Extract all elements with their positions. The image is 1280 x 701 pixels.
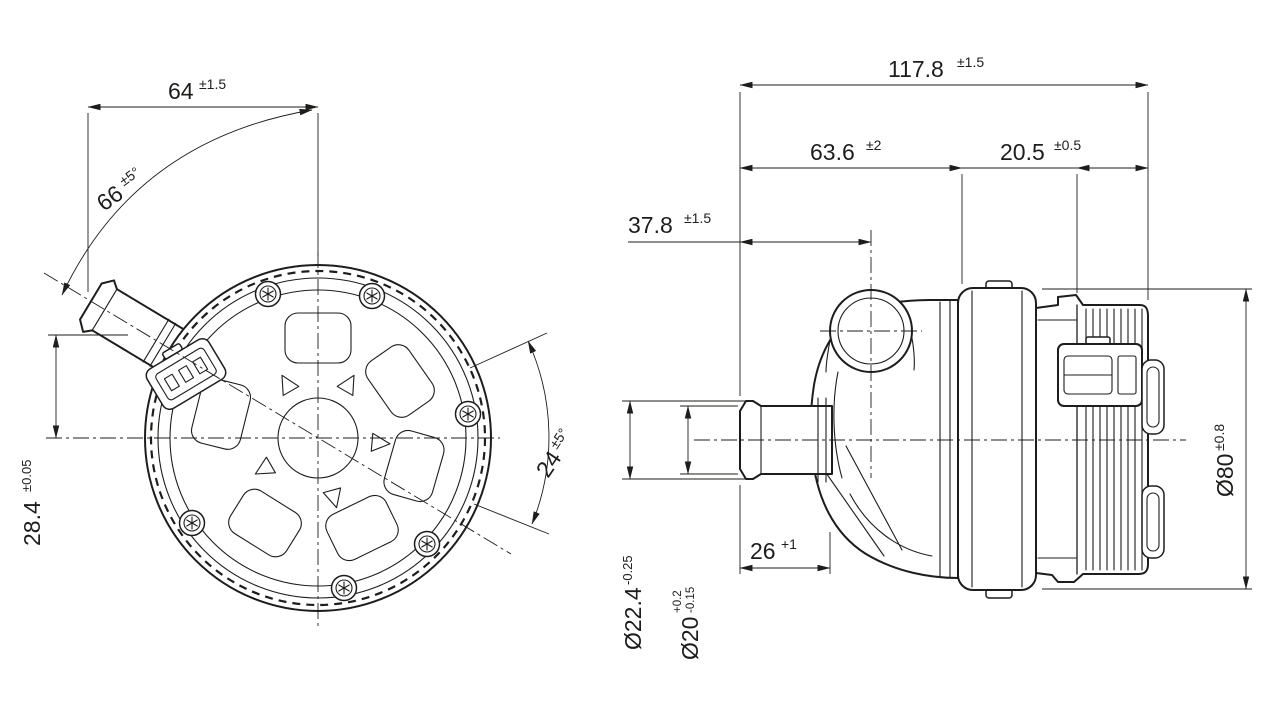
- mounting-clips: [1141, 359, 1165, 559]
- dim-dia-20-tol-lower: -0.15: [685, 587, 697, 613]
- front-view: [43, 252, 512, 628]
- electrical-connector-side: [1057, 336, 1143, 407]
- centerlines-front: [43, 252, 512, 628]
- dim-28-4-tol: ±0.05: [19, 460, 34, 492]
- dim-63-6-value: 63.6: [810, 139, 855, 165]
- dim-26-value: 26: [750, 538, 776, 564]
- dim-66-tol: ±5°: [116, 164, 142, 189]
- dim-dia-22-4-value: Ø22.4: [620, 587, 646, 650]
- dim-37-8-value: 37.8: [628, 212, 673, 238]
- dim-24-tol: ±5°: [546, 425, 571, 451]
- dim-37-8-tol: ±1.5: [684, 210, 711, 226]
- dim-26-tol: +1: [781, 536, 797, 552]
- dim-64-value: 64: [168, 78, 194, 104]
- dim-64-tol: ±1.5: [199, 76, 226, 92]
- volute-details: [823, 300, 951, 578]
- clamp-flange: [957, 280, 1037, 599]
- dim-dia-20-tol-upper: +0.2: [672, 590, 684, 613]
- triangle-holes: [254, 374, 391, 509]
- dim-dia-80: Ø80 ±0.8: [1042, 288, 1252, 590]
- volute-housing: [809, 299, 959, 579]
- dim-20-5: 20.5 ±0.5: [962, 137, 1149, 293]
- electrical-connector-front: [145, 337, 227, 411]
- dim-28-4-value: 28.4: [19, 501, 45, 546]
- dim-dia-20: Ø20 +0.2 -0.15: [672, 405, 738, 660]
- dim-117-8-tol: ±1.5: [957, 54, 984, 70]
- dim-dia-80-tol: ±0.8: [1211, 424, 1227, 451]
- dim-117-8-value: 117.8: [888, 56, 944, 82]
- side-view: [694, 230, 1186, 599]
- dim-64: 64 ±1.5: [87, 76, 319, 292]
- dim-63-6: 63.6 ±2: [739, 137, 963, 284]
- dim-dia-22-4-tol: -0.25: [620, 555, 635, 585]
- dim-63-6-tol: ±2: [866, 137, 882, 153]
- dim-20-5-tol: ±0.5: [1054, 137, 1081, 153]
- dim-dia-20-value: Ø20: [677, 617, 703, 660]
- dim-angle-66: 66 ±5°: [61, 108, 313, 296]
- dim-dia-22-4: Ø22.4 -0.25: [620, 400, 745, 650]
- dim-20-5-value: 20.5: [1000, 139, 1045, 165]
- mounting-pads: [190, 312, 445, 562]
- centerlines-side: [694, 230, 1186, 478]
- dim-26: 26 +1: [739, 485, 831, 574]
- dim-37-8: 37.8 ±1.5: [628, 210, 872, 246]
- dim-24-value: 24: [531, 446, 567, 482]
- dim-dia-80-value: Ø80: [1212, 454, 1238, 497]
- dim-28-4: 28.4 ±0.05: [19, 334, 128, 546]
